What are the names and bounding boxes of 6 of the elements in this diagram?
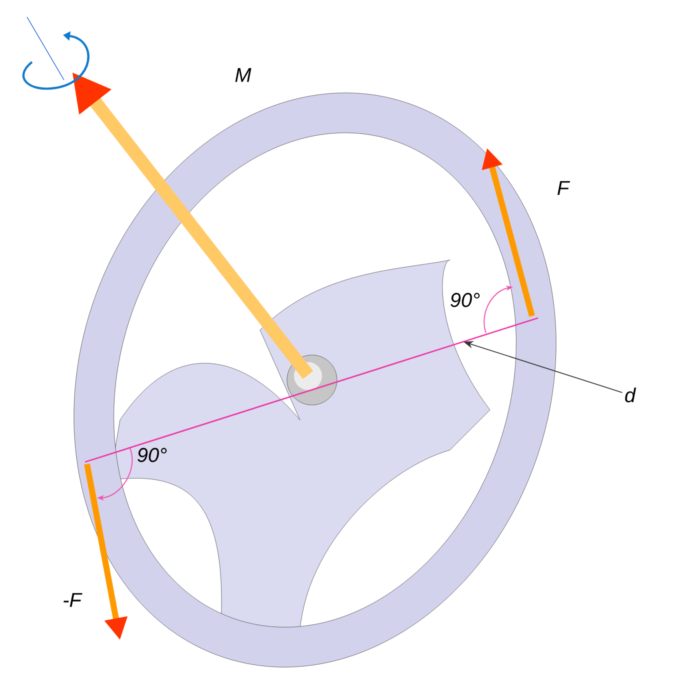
symbol-label: M bbox=[235, 68, 252, 82]
symbol-label: d bbox=[625, 388, 636, 402]
lever-arm-line bbox=[84, 317, 538, 463]
symbol-label: -F bbox=[64, 593, 82, 607]
symbol-label: F bbox=[558, 181, 570, 195]
symbol-label: 90° bbox=[138, 448, 167, 462]
